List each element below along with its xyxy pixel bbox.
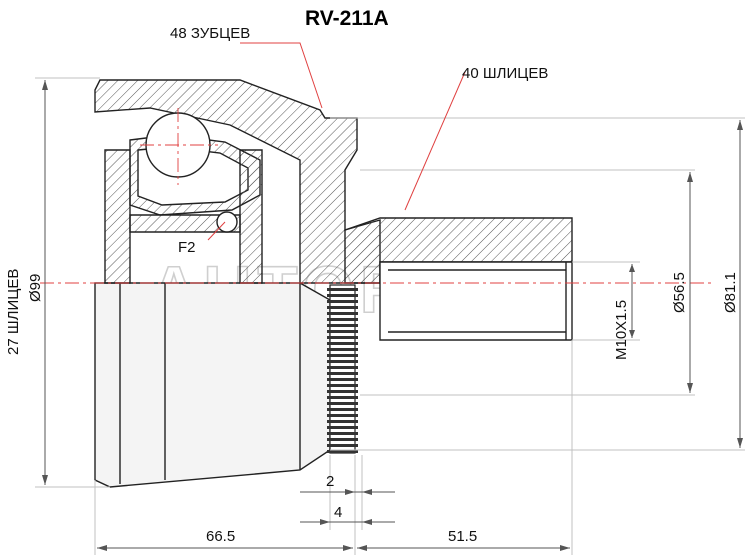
label-diameter-outer: Ø81.1: [722, 272, 739, 313]
label-outer-splines: 40 ШЛИЦЕВ: [462, 65, 548, 82]
abs-tooth: [327, 372, 358, 375]
joint-body: [94, 79, 381, 488]
abs-ring: [327, 284, 358, 454]
label-fit-mark: F2: [178, 239, 196, 256]
seal-ring: [216, 211, 238, 233]
dim-body-length: 66.5: [206, 528, 235, 545]
part-title: RV-211A: [305, 7, 389, 30]
abs-tooth: [327, 294, 358, 297]
abs-tooth: [327, 420, 358, 423]
abs-tooth: [327, 300, 358, 303]
abs-tooth: [327, 360, 358, 363]
abs-tooth: [327, 366, 358, 369]
abs-tooth: [327, 330, 358, 333]
abs-tooth: [327, 414, 358, 417]
label-diameter-left: Ø99: [27, 274, 44, 302]
abs-tooth: [327, 318, 358, 321]
shaft: [344, 217, 573, 341]
dim-ring-gap: 2: [326, 473, 334, 490]
abs-tooth: [327, 438, 358, 441]
dimension-lines: [35, 42, 745, 555]
abs-tooth: [327, 288, 358, 291]
abs-tooth: [327, 384, 358, 387]
abs-tooth: [327, 342, 358, 345]
label-inner-splines: 27 ШЛИЦЕВ: [5, 269, 22, 355]
label-teeth: 48 ЗУБЦЕВ: [170, 25, 250, 42]
dim-shaft-length: 51.5: [448, 528, 477, 545]
abs-tooth: [327, 450, 358, 453]
abs-tooth: [327, 348, 358, 351]
dim-ring-width: 4: [334, 504, 342, 521]
abs-tooth: [327, 306, 358, 309]
abs-tooth: [327, 378, 358, 381]
abs-tooth: [327, 408, 358, 411]
abs-tooth: [327, 402, 358, 405]
abs-tooth: [327, 354, 358, 357]
abs-tooth: [327, 324, 358, 327]
abs-tooth: [327, 444, 358, 447]
abs-tooth: [327, 336, 358, 339]
abs-tooth: [327, 396, 358, 399]
abs-tooth: [327, 426, 358, 429]
abs-tooth: [327, 390, 358, 393]
abs-tooth: [327, 432, 358, 435]
label-diameter-shaft: Ø56.5: [671, 272, 688, 313]
label-thread: M10X1.5: [613, 300, 630, 360]
abs-tooth: [327, 312, 358, 315]
